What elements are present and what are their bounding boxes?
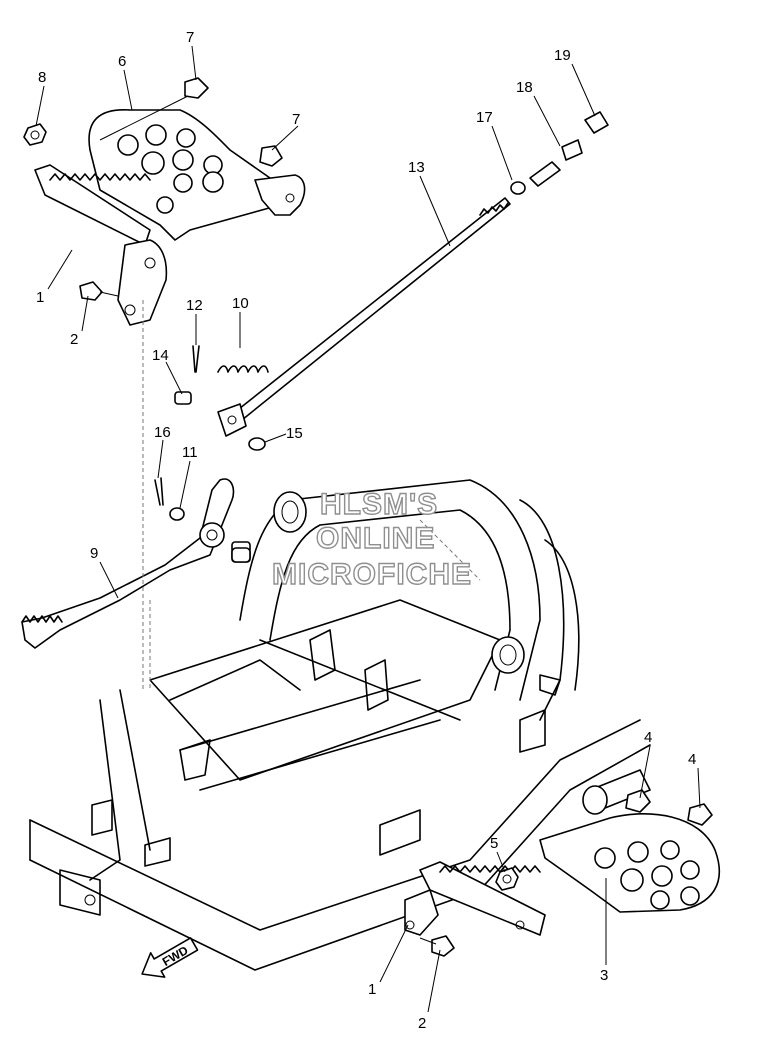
callout-1: 1 xyxy=(36,289,44,306)
watermark: HLSM'S ONLINE MICROFICHE xyxy=(271,487,472,591)
callout-5: 5 xyxy=(490,835,498,852)
callout-17: 17 xyxy=(476,109,493,126)
callout-numbers: 1 1 2 2 3 4 4 5 6 7 7 8 9 10 11 12 13 14… xyxy=(36,29,696,1032)
callout-2: 2 xyxy=(70,331,78,348)
left-footrest-assembly xyxy=(23,77,306,326)
callout-11: 11 xyxy=(182,444,198,461)
callout-6: 6 xyxy=(118,53,126,70)
callout-4: 4 xyxy=(688,751,696,768)
callout-18: 18 xyxy=(516,79,533,96)
watermark-line-2: ONLINE xyxy=(316,522,435,555)
callout-10: 10 xyxy=(232,295,249,312)
watermark-line-1: HLSM'S xyxy=(320,488,438,521)
callout-8: 8 xyxy=(38,69,46,86)
callout-2: 2 xyxy=(418,1015,426,1032)
callout-15: 15 xyxy=(286,425,303,442)
callout-7: 7 xyxy=(186,29,194,46)
right-footrest-assembly xyxy=(404,769,721,957)
callout-12: 12 xyxy=(186,297,203,314)
callout-1: 1 xyxy=(368,981,376,998)
callout-16: 16 xyxy=(154,424,171,441)
callout-13: 13 xyxy=(408,159,425,176)
brake-pedal-assembly xyxy=(21,111,609,690)
callout-4: 4 xyxy=(644,729,652,746)
callout-7: 7 xyxy=(292,111,300,128)
callout-3: 3 xyxy=(600,967,608,984)
callout-14: 14 xyxy=(152,347,169,364)
callout-19: 19 xyxy=(554,47,571,64)
callout-9: 9 xyxy=(90,545,98,562)
callout-leaders xyxy=(35,45,701,1013)
forward-direction-arrow: FWD xyxy=(141,937,199,978)
watermark-line-3: MICROFICHE xyxy=(272,558,472,591)
